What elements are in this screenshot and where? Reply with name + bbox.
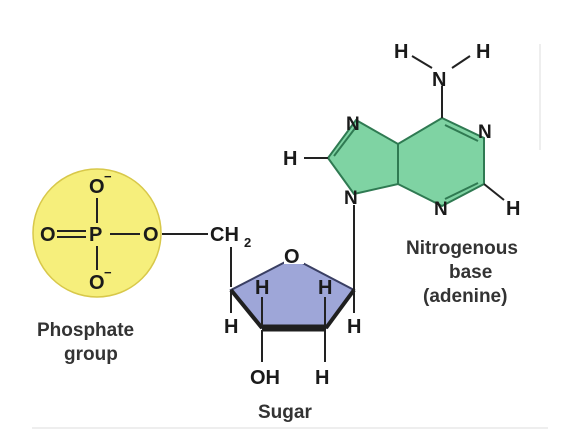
base-amine-h-left: H [394,41,408,63]
sugar-oh: OH [250,367,280,389]
phosphate-caption-line1: Phosphate [37,320,134,341]
sugar-h-outer-left: H [224,316,238,338]
base-n-bottom: N [434,199,448,220]
sugar-h-bottom: H [315,367,329,389]
sugar-ring-left-edge [229,288,264,330]
phosphate-o-right: O [143,224,159,246]
base-caption-line1: Nitrogenous [406,238,518,259]
sugar-caption: Sugar [258,402,312,423]
phosphate-circle [32,168,162,298]
phosphate-o-top-charge: − [104,169,112,184]
sugar-ch2: CH [210,224,239,246]
base-n-glyco: N [344,188,358,209]
phosphate-p: P [89,224,102,246]
base-n-right: N [478,122,492,143]
phosphate-o-bottom-charge: − [104,265,112,280]
sugar-h-outer-right: H [347,316,361,338]
base-caption-line2: base [449,262,492,283]
bond-c2-h-base [483,183,505,201]
sugar-ch2-sub: 2 [244,235,251,250]
phosphate-caption-line2: group [64,344,118,365]
phosphate-o-top: O [89,176,105,198]
base-h-right: H [506,198,520,220]
bond-double-pyrimidine-bottom [444,182,479,200]
bond-amine-h-right [451,55,471,69]
sugar-h-inner-left: H [255,277,269,299]
bond-double-pyrimidine-top [444,124,479,142]
base-amine-n: N [432,69,446,91]
base-amine-h-right: H [476,41,490,63]
bond-double-imidazole [333,126,357,157]
base-caption-line3: (adenine) [423,286,507,307]
base-ring [326,116,485,208]
phosphate-o-left: O [40,224,56,246]
sugar-ring-o: O [284,246,300,268]
sugar-ring-right-edge [324,288,356,330]
sugar-h-inner-right: H [318,277,332,299]
phosphate-o-bottom: O [89,272,105,294]
ring-oxygen-backdrop [284,244,304,264]
base-h-left: H [283,148,297,170]
bond-amine-h-left [411,55,433,69]
base-n-top: N [346,114,360,135]
